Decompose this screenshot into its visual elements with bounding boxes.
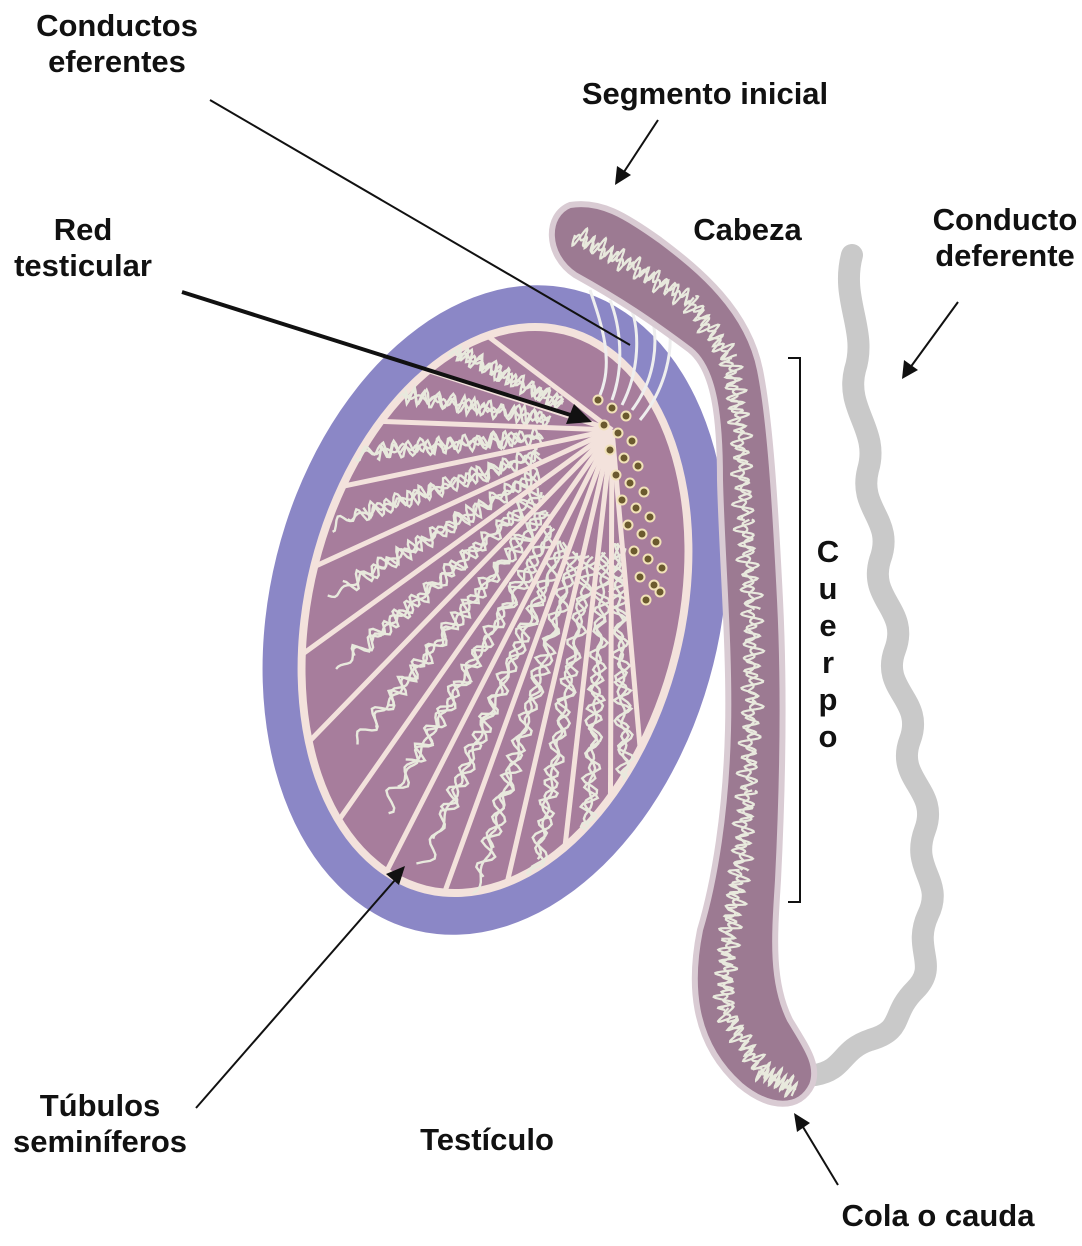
label-segmento-inicial: Segmento inicial [580, 76, 830, 112]
rete-channel [658, 564, 667, 573]
leader-cola-o-cauda [800, 1122, 838, 1185]
label-cabeza: Cabeza [690, 212, 805, 248]
rete-channel [642, 596, 651, 605]
rete-channel [632, 504, 641, 513]
cuerpo-bracket [788, 358, 800, 902]
arrowhead-segmento-inicial [615, 166, 631, 185]
rete-channel [622, 412, 631, 421]
rete-channel [612, 471, 621, 480]
rete-channel [606, 446, 615, 455]
rete-channel [628, 437, 637, 446]
arrowhead-cola-o-cauda [794, 1113, 810, 1132]
label-tubulos-seminiferos: Túbulos seminíferos [10, 1088, 190, 1160]
label-cuerpo: C u e r p o [808, 533, 848, 755]
rete-channel [626, 479, 635, 488]
label-conducto-deferente: Conducto deferente [930, 202, 1080, 274]
leader-tubulos-seminiferos [196, 872, 402, 1108]
label-testiculo: Testículo [412, 1122, 562, 1158]
label-cola-o-cauda: Cola o cauda [838, 1198, 1038, 1234]
rete-channel [600, 421, 609, 430]
rete-channel [630, 547, 639, 556]
rete-channel [646, 513, 655, 522]
arrowhead-conducto-deferente [902, 360, 918, 379]
rete-channel [652, 538, 661, 547]
rete-channel [614, 429, 623, 438]
rete-channel [656, 588, 665, 597]
rete-channel [634, 462, 643, 471]
label-conductos-eferentes: Conductos eferentes [32, 8, 202, 80]
rete-channel [618, 496, 627, 505]
label-red-testicular: Red testicular [8, 212, 158, 284]
rete-channel [624, 521, 633, 530]
rete-channel [640, 488, 649, 497]
rete-channel [644, 555, 653, 564]
rete-channel [636, 573, 645, 582]
rete-channel [608, 404, 617, 413]
leader-segmento-inicial [620, 120, 658, 178]
septum-line [609, 430, 612, 1095]
rete-channel [594, 396, 603, 405]
leader-conducto-deferente [907, 302, 958, 372]
rete-channel [638, 530, 647, 539]
rete-channel [620, 454, 629, 463]
